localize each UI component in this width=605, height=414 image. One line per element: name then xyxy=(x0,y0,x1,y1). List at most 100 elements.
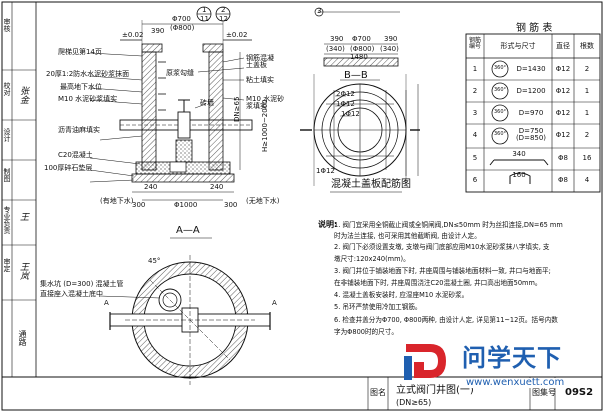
sidebar-label-design: 设计 xyxy=(3,128,11,142)
rebar-row-qty: 2 xyxy=(584,65,590,73)
dim-plus002-b: ±0.02 xyxy=(226,31,248,39)
rebar-header-qty: 根数 xyxy=(580,42,594,50)
plan-sump-note-1: 集水坑 (D=300) 混凝土管 xyxy=(40,280,124,288)
rebar-row-num: 5 xyxy=(472,154,478,162)
sidebar-label-check: 校对 xyxy=(3,82,11,96)
rebar-header-shape: 形式与尺寸 xyxy=(500,42,536,50)
rebar-header-number: 钢筋编号 xyxy=(468,37,481,51)
rebar-row-qty: 2 xyxy=(584,131,590,139)
dim-240-left: 240 xyxy=(144,183,158,191)
rebar-row-angle: 360° xyxy=(493,109,507,115)
label-without-groundwater: (无地下水) xyxy=(246,197,280,205)
note-line: 4. 混凝土盖板安装时, 应湿座M10 水泥砂浆。 xyxy=(334,291,469,299)
rebar-row-angle: 360° xyxy=(493,87,507,93)
note-line: 5. 吊环严禁使用冷加工钢筋。 xyxy=(334,303,422,311)
slab-section-title-b-b: B—B xyxy=(344,70,368,81)
rebar-row-qty: 1 xyxy=(584,109,590,117)
dim-phi800: (Φ800) xyxy=(170,24,195,32)
dim-300-left: 300 xyxy=(132,201,146,209)
rebar-row-num: 3 xyxy=(472,109,478,117)
rebar-row-shape: D=750 (D=850) xyxy=(515,127,547,143)
sidebar-label-lead: 专业负责 xyxy=(3,206,11,234)
note-line: 1. 阀门宜采用全铜截止阀或全铜闸阀,DN≤50mm 时为丝扣连接,DN=65 … xyxy=(334,221,563,229)
watermark-logo-icon xyxy=(404,344,446,380)
rebar-header-diameter: 直径 xyxy=(556,42,570,50)
sidebar-signature-approve: 王岚 xyxy=(18,262,28,280)
rebar-row-shape: 340 xyxy=(512,150,526,158)
label-rc-slab: 钢筋混凝土盖板 xyxy=(246,54,274,69)
label-clay-fill: 粘土填实 xyxy=(246,76,274,84)
dim-390: 390 xyxy=(151,27,165,35)
rebar-row-angle: 360° xyxy=(493,131,507,137)
slab-dim-phi800: (Φ800) xyxy=(350,45,375,53)
title-block-drawing-name: 立式阀门井图(一) xyxy=(396,385,474,396)
notes-heading: 说明: xyxy=(318,220,338,229)
rebar-row-qty: 16 xyxy=(582,154,592,162)
note-line: 6. 检查井盖分为Φ700, Φ800两种, 由设计人定, 详见第11~12页。… xyxy=(334,316,558,324)
label-highest-water-level: 最高地下水位 xyxy=(60,83,102,91)
label-foot-step: 爬梯见第14页 xyxy=(58,48,102,56)
note-line: 字为Φ800时的尺寸。 xyxy=(334,328,398,336)
section-title-a-a: A—A xyxy=(176,225,200,236)
label-c20-concrete: C20混凝土 xyxy=(58,151,93,159)
rebar-row-shape: 160 xyxy=(512,171,526,179)
slab-label-1phi12-b: 1Φ12 xyxy=(341,110,360,118)
section-ref-2-bottom: 12 xyxy=(219,15,228,23)
rebar-row-num: 4 xyxy=(472,131,478,139)
slab-drawing-title: 混凝土盖板配筋图 xyxy=(331,179,411,190)
sidebar-label-drawing: 制图 xyxy=(3,168,11,182)
rebar-row-qty: 1 xyxy=(584,87,590,95)
sidebar-label-review: 审核 xyxy=(3,18,11,32)
title-block-drawing-subname: (DN≥65) xyxy=(396,398,432,407)
rebar-row-shape: D=1200 xyxy=(516,87,546,95)
dim-240-right: 240 xyxy=(210,183,224,191)
label-gravel: 100厚碎石垫层 xyxy=(44,164,93,172)
note-line: 2. 阀门下必须设置支墩, 支墩与阀门底部应用M10水泥砂浆抹八字填实, 支 xyxy=(334,243,550,251)
note-line: 3. 阀门井位于铺装地面下时, 井座周围与铺装地面材料一致, 井口与地面平; xyxy=(334,267,551,275)
title-block-drawing-label: 图名 xyxy=(370,388,386,397)
dim-phi700: Φ700 xyxy=(172,15,191,23)
rebar-table-title: 钢 筋 表 xyxy=(516,23,553,34)
rebar-row-dia: Φ12 xyxy=(555,87,571,95)
rebar-row-shape: D=1430 xyxy=(516,65,546,73)
slab-label-2phi12: 2Φ12 xyxy=(336,90,355,98)
rebar-row-qty: 4 xyxy=(584,176,590,184)
section-ref-2-top: 2 xyxy=(221,6,226,14)
slab-dim-340: (340) xyxy=(326,45,345,53)
sidebar-signature-lead: 王 xyxy=(18,212,28,221)
note-line: 时为法兰连接, 也可采用其他截断阀, 由设计人定。 xyxy=(334,232,481,240)
rebar-row-num: 1 xyxy=(472,65,478,73)
dim-300-right: 300 xyxy=(224,201,238,209)
label-asphalt: 沥青油麻填实 xyxy=(58,126,100,134)
watermark-url: www.wenxuett.com xyxy=(464,377,567,388)
slab-label-1phi12-c: 1Φ12 xyxy=(316,167,335,175)
rebar-row-dia: Φ12 xyxy=(555,65,571,73)
label-m10-fill: M10 水泥砂浆填实 xyxy=(58,95,118,103)
plan-angle: 45° xyxy=(148,257,161,265)
title-block-atlas-label: 图集号 xyxy=(532,388,556,397)
slab-dim-phi700: Φ700 xyxy=(352,35,371,43)
rebar-row-dia: Φ12 xyxy=(555,131,571,139)
slab-dim-390-right: 390 xyxy=(384,35,398,43)
rebar-row-angle: 360° xyxy=(493,65,507,71)
rebar-row-dia: Φ12 xyxy=(555,109,571,117)
slab-label-1phi12-a: 1Φ12 xyxy=(336,100,355,108)
sidebar-signature-check: 张金 xyxy=(18,86,28,104)
section-ref-1-top: 1 xyxy=(202,6,207,14)
dim-h-range: H≥1000~2000 xyxy=(261,99,269,152)
dim-plus002-a: ±0.02 xyxy=(122,31,144,39)
rebar-row-shape: D=970 xyxy=(518,109,544,117)
slab-dim-390: 390 xyxy=(330,35,344,43)
title-block-atlas-number: 09S2 xyxy=(565,387,594,398)
label-m10-fill-right: M10 水泥砂浆填实 xyxy=(246,95,285,110)
rebar-row-dia: Φ8 xyxy=(558,154,568,162)
plan-marker-a-left: A xyxy=(104,299,109,307)
sidebar-company-mark: 通路 xyxy=(18,330,27,346)
sidebar-label-approve: 审定 xyxy=(3,258,11,272)
rebar-row-dia: Φ8 xyxy=(558,176,568,184)
slab-dim-1480: 1480 xyxy=(350,53,368,61)
label-waterproof-mortar: 20厚1:2防水水泥砂浆抹面 xyxy=(46,70,130,78)
dim-dn65: DN≥65 xyxy=(233,96,241,122)
slab-ref-num: 3 xyxy=(317,7,322,15)
dim-phi1000: Φ1000 xyxy=(174,201,198,209)
